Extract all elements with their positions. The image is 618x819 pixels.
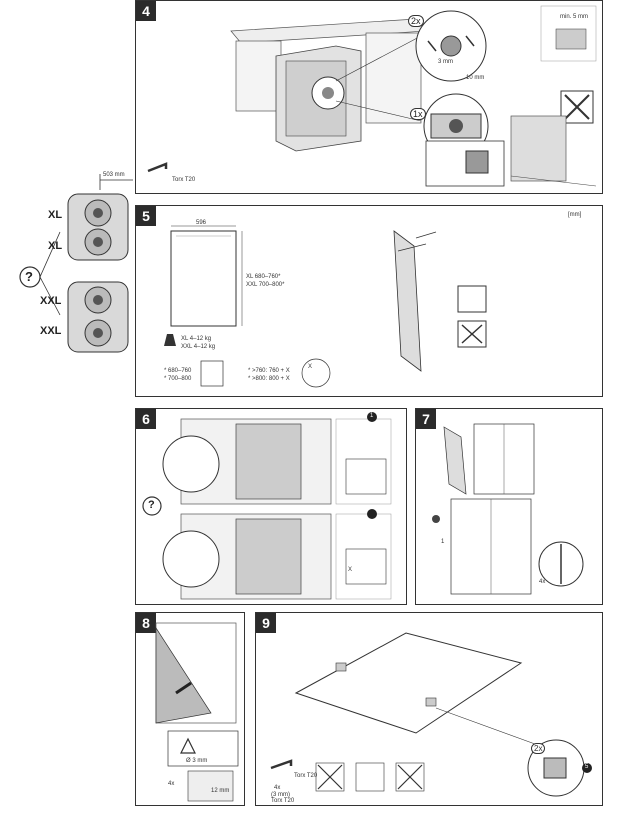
step-number: 8 [136, 613, 156, 633]
step-number: 5 [136, 206, 156, 226]
width-label: 596 [196, 220, 207, 226]
size-label-xl-1: XL [48, 209, 63, 221]
drill-dim-label: Ø 3 mm [186, 758, 208, 764]
range-a-label: * 680–760 [164, 368, 192, 374]
torx-label: Torx T20 [294, 773, 318, 779]
callout-count-top: 2x [408, 15, 424, 27]
question-mark: ? [25, 269, 33, 284]
step-number: 6 [136, 409, 156, 429]
height-xl-label: XL 680–760* [246, 274, 281, 280]
step-8-panel: 8 Ø 3 mm 4x 12 mm [135, 612, 245, 806]
step-marker: 5 [585, 764, 589, 770]
range-b-label: * 700–800 [164, 376, 192, 382]
size-label-xxl-1: XXL [40, 295, 62, 307]
step-marker: 1 [370, 413, 374, 419]
count-label: 4x [539, 579, 546, 585]
min-gap-label: min. 5 mm [560, 14, 589, 20]
size-label-xl-2: XL [48, 240, 63, 252]
step-number: 7 [416, 409, 436, 429]
screw-tool: Torx T20 [271, 798, 295, 804]
step-4-panel: 4 Torx T20 2x 1x min. 5 mm [135, 0, 603, 194]
step-6-panel: 6 ? 1 X [135, 408, 407, 605]
unit-label: [mm] [568, 212, 582, 218]
torx-label: Torx T20 [172, 177, 196, 183]
height-xxl-label: XXL 700–800* [246, 282, 285, 288]
step-9-panel: 9 Torx T20 4x (3 mm) Torx T20 2x 5 [255, 612, 603, 806]
question-mark: ? [148, 499, 155, 511]
size-guide: 503 mm ? XL XL XXL XXL [0, 160, 135, 360]
dimension-label: 503 mm [103, 172, 125, 178]
step-7-panel: 7 1 4x [415, 408, 603, 605]
step-marker: 1 [441, 539, 445, 545]
weight-xl-label: XL 4–12 kg [181, 336, 212, 342]
x-mark: X [348, 567, 353, 573]
count-label: 2x [531, 743, 546, 754]
screw-count: 4x [274, 785, 281, 791]
weight-xxl-label: XXL 4–12 kg [181, 344, 216, 350]
count-label: 4x [168, 781, 175, 787]
over-a-label: * >760: 760 + X [248, 368, 290, 374]
dim-b-label: 10 mm [466, 75, 485, 81]
over-b-label: * >800: 800 + X [248, 376, 290, 382]
callout-count-mid: 1x [410, 108, 426, 120]
step-number: 9 [256, 613, 276, 633]
step-number: 4 [136, 1, 156, 21]
step-5-panel: 5 [mm] 596 XL 680–760* XXL 700–800* XL 4… [135, 205, 603, 397]
screw-note: (3 mm) [271, 792, 290, 798]
size-label-xxl-2: XXL [40, 325, 62, 337]
x-mark: X [308, 364, 313, 370]
depth-label: 12 mm [211, 788, 230, 794]
dim-a-label: 3 mm [438, 59, 453, 65]
